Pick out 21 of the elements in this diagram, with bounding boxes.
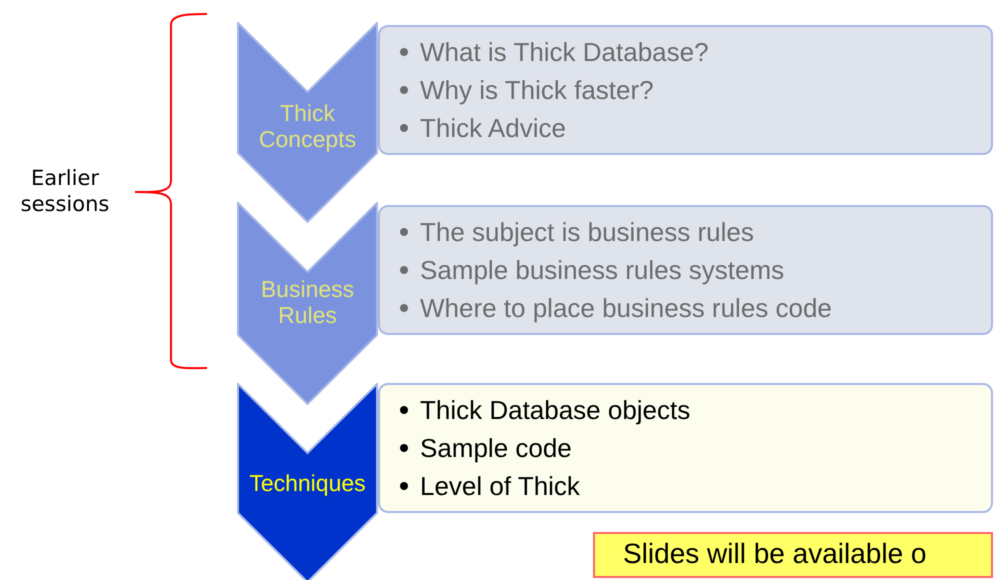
step-title: Business Rules: [260, 276, 356, 328]
chevron-shape: [237, 202, 378, 405]
bullet-text: Sample code: [420, 433, 572, 463]
bullet-text: Thick Database objects: [420, 395, 690, 425]
bullet-text: The subject is business rules: [420, 217, 754, 247]
bullet-text: What is Thick Database?: [420, 37, 709, 67]
bullet-text: Where to place business rules code: [420, 293, 832, 323]
content-panel: [378, 205, 993, 335]
step-title: Thick Concepts: [258, 100, 358, 152]
chevron-shape: [237, 22, 378, 223]
note-box: [593, 532, 993, 578]
bullet-text: Sample business rules systems: [420, 255, 784, 285]
bullet-text: Why is Thick faster?: [420, 75, 654, 105]
bullet-text: Thick Advice: [420, 113, 566, 143]
step-title: Techniques: [248, 470, 367, 496]
chevron-shape: [237, 383, 378, 580]
note-text: Slides will be available o: [623, 538, 927, 569]
bracket-caption: Earlier sessions: [20, 165, 110, 217]
content-panel: [378, 25, 993, 155]
bullet-text: Level of Thick: [420, 471, 580, 501]
content-panel: [378, 383, 993, 513]
